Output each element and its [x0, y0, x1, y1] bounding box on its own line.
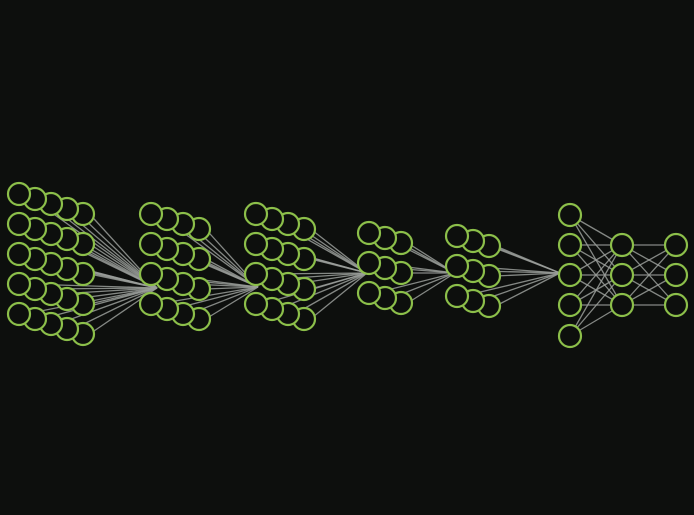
dense-1-neuron-1 — [557, 232, 583, 258]
stage-1-neuron-0-4 — [6, 301, 32, 327]
dense-3-neuron-0 — [663, 232, 689, 258]
dense-1-neuron-2 — [557, 262, 583, 288]
stage-2-edge-3-3 — [205, 286, 259, 320]
stage-1-edge-1-4 — [41, 287, 158, 320]
dense-1-to-dense-2-4-1 — [569, 274, 623, 337]
dense-3-neuron-1 — [663, 262, 689, 288]
stage-3-neuron-0-1 — [243, 231, 269, 257]
stage-1-neuron-0-2 — [6, 241, 32, 267]
stage-4-neuron-0-0 — [356, 220, 382, 246]
dense-1-neuron-4 — [557, 323, 583, 349]
stage-3-edge-1-3 — [278, 272, 368, 310]
stage-3-neuron-0-0 — [243, 201, 269, 227]
stage-4-edge-2-2 — [407, 272, 456, 304]
stage-5-edge-2-1 — [495, 272, 561, 277]
stage-4-neuron-0-1 — [356, 250, 382, 276]
neuron-layer — [6, 181, 689, 349]
stage-1-neuron-0-3 — [6, 271, 32, 297]
stage-4-neuron-0-2 — [356, 280, 382, 306]
dense-1-neuron-3 — [557, 292, 583, 318]
dense-3-neuron-2 — [663, 292, 689, 318]
stage-3-neuron-0-2 — [243, 261, 269, 287]
stage-5-neuron-0-2 — [444, 283, 470, 309]
stage-5-neuron-0-0 — [444, 223, 470, 249]
dense-2-neuron-0 — [609, 232, 635, 258]
stage-1-edge-3-4 — [73, 287, 158, 330]
stage-3-edge-3-3 — [310, 272, 368, 320]
stage-5-edge-2-2 — [495, 272, 561, 307]
stage-2-edge-3-2 — [205, 286, 259, 290]
stage-2-neuron-0-0 — [138, 201, 164, 227]
stage-1-neuron-0-0 — [6, 181, 32, 207]
stage-2-neuron-0-1 — [138, 231, 164, 257]
dense-1-neuron-0 — [557, 202, 583, 228]
dense-2-neuron-2 — [609, 292, 635, 318]
stage-2-neuron-0-3 — [138, 291, 164, 317]
stage-1-edge-2-4 — [57, 287, 158, 325]
dense-1-to-dense-2-3-0 — [569, 244, 623, 306]
stage-5-neuron-0-1 — [444, 253, 470, 279]
dense-2-to-dense-3-2-0 — [621, 244, 677, 306]
stage-3-edge-2-3 — [294, 272, 368, 315]
dense-2-neuron-1 — [609, 262, 635, 288]
dense-1-to-dense-2-4-0 — [569, 244, 623, 337]
stage-2-neuron-0-2 — [138, 261, 164, 287]
stage-1-neuron-0-1 — [6, 211, 32, 237]
stage-3-neuron-0-3 — [243, 291, 269, 317]
